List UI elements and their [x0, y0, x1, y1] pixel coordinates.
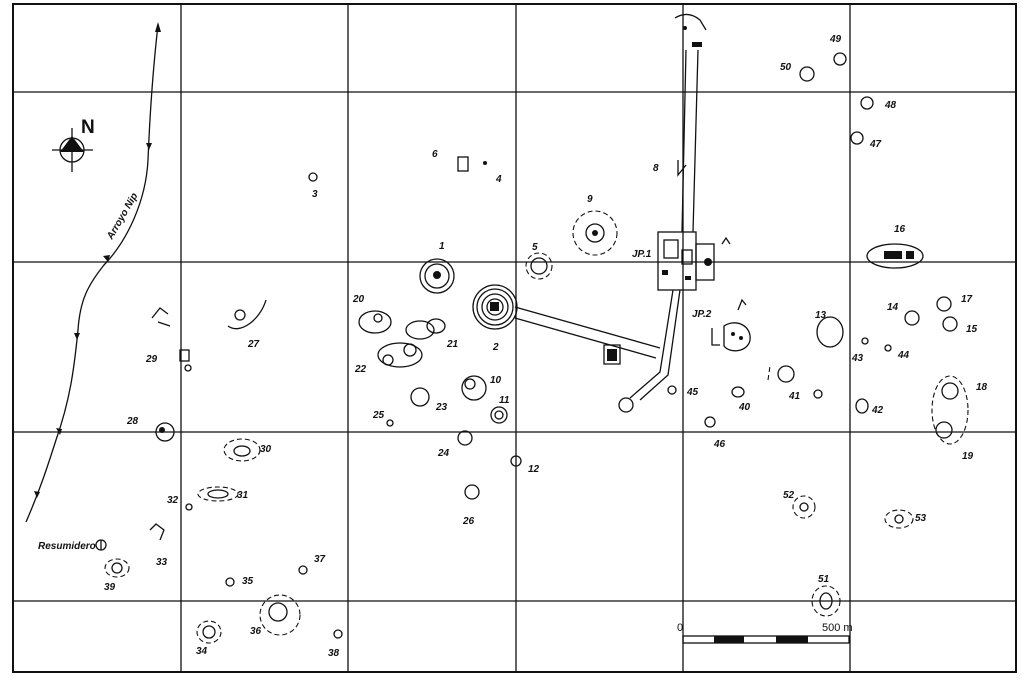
scale-end-label: 500 m [822, 622, 853, 634]
site-label-22: 22 [354, 364, 367, 375]
site-label-33: 33 [156, 557, 168, 568]
site-label-18: 18 [976, 382, 988, 393]
site-label-20: 20 [352, 294, 365, 305]
site-label-49: 49 [829, 34, 842, 45]
site-label-1: 1 [439, 241, 445, 252]
site-label-50: 50 [780, 62, 792, 73]
site-label-53: 53 [915, 513, 927, 524]
site-label-13: 13 [815, 310, 827, 321]
site-label-42: 42 [871, 405, 884, 416]
site-label-30: 30 [260, 444, 272, 455]
site-label-26: 26 [462, 516, 475, 527]
site-label-51: 51 [818, 574, 830, 585]
site-label-44: 44 [897, 350, 910, 361]
site-label-39: 39 [104, 582, 116, 593]
site-label-3: 3 [312, 189, 318, 200]
site-label-43: 43 [851, 353, 864, 364]
site-label-8: 8 [653, 163, 659, 174]
jp2-label: JP.2 [692, 309, 712, 320]
site-label-15: 15 [966, 324, 978, 335]
site-label-2: 2 [492, 342, 499, 353]
site-label-10: 10 [490, 375, 502, 386]
grid-lines [13, 4, 1016, 672]
site-label-5: 5 [532, 242, 538, 253]
site-markers [104, 52, 969, 644]
site-label-25: 25 [372, 410, 385, 421]
causeways [514, 13, 707, 401]
site-label-19: 19 [962, 451, 974, 462]
site-label-45: 45 [686, 387, 699, 398]
site-label-21: 21 [446, 339, 459, 350]
site-label-11: 11 [499, 395, 510, 406]
site-label-17: 17 [961, 294, 973, 305]
structure-group-1-2 [419, 210, 618, 330]
site-label-28: 28 [126, 416, 139, 427]
site-label-41: 41 [788, 391, 801, 402]
scale-bar [682, 635, 850, 644]
jp1-label: JP.1 [632, 249, 652, 260]
site-label-38: 38 [328, 648, 340, 659]
site-label-9: 9 [587, 194, 593, 205]
jp1-complex [657, 231, 731, 291]
site-label-36: 36 [250, 626, 262, 637]
site-labels: 1 2 3 4 5 6 8 9 10 11 12 13 14 15 16 17 … [104, 34, 988, 659]
site-label-31: 31 [237, 490, 249, 501]
site-label-37: 37 [314, 554, 326, 565]
site-label-12: 12 [528, 464, 540, 475]
jp2-complex [711, 298, 751, 352]
site-label-14: 14 [887, 302, 899, 313]
site-label-35: 35 [242, 576, 254, 587]
site-label-23: 23 [435, 402, 448, 413]
site-label-48: 48 [884, 100, 897, 111]
sink-icon [95, 539, 107, 551]
site-label-34: 34 [196, 646, 208, 657]
site-label-52: 52 [783, 490, 795, 501]
scale-start-label: 0 [677, 622, 683, 634]
north-label: N [81, 117, 95, 138]
site-label-46: 46 [713, 439, 726, 450]
site-label-24: 24 [437, 448, 450, 459]
site-label-29: 29 [145, 354, 158, 365]
resumidero-label: Resumidero [38, 541, 96, 552]
site-label-40: 40 [738, 402, 751, 413]
site-label-6: 6 [432, 149, 438, 160]
map-frame [12, 3, 1017, 673]
site-label-47: 47 [869, 139, 882, 150]
site-label-32: 32 [167, 495, 179, 506]
north-arrow-icon [52, 128, 93, 172]
site-label-16: 16 [894, 224, 906, 235]
river-arroyo-nip [25, 22, 161, 523]
site-label-4: 4 [495, 174, 502, 185]
site-label-27: 27 [247, 339, 260, 350]
